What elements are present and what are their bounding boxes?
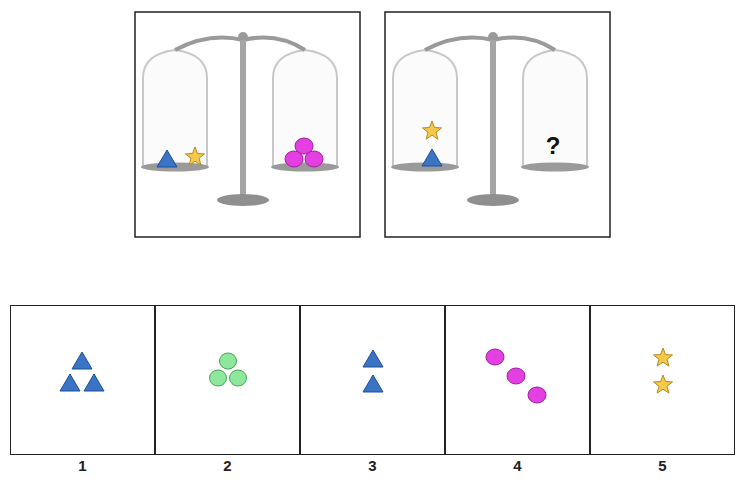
option-number: 4 [446,457,589,474]
option-number: 2 [156,457,299,474]
option-box: 2 [155,305,300,455]
question-mark: ? [546,132,561,160]
option-number: 1 [11,457,154,474]
option-box: 1 [10,305,155,455]
scale-panel-2 [385,12,610,237]
option-box: 3 [300,305,445,455]
option-number: 3 [301,457,444,474]
option-shapes [60,348,673,403]
scale-panel-1 [135,12,360,237]
option-box: 4 [445,305,590,455]
option-number: 5 [591,457,734,474]
option-box: 5 [590,305,735,455]
